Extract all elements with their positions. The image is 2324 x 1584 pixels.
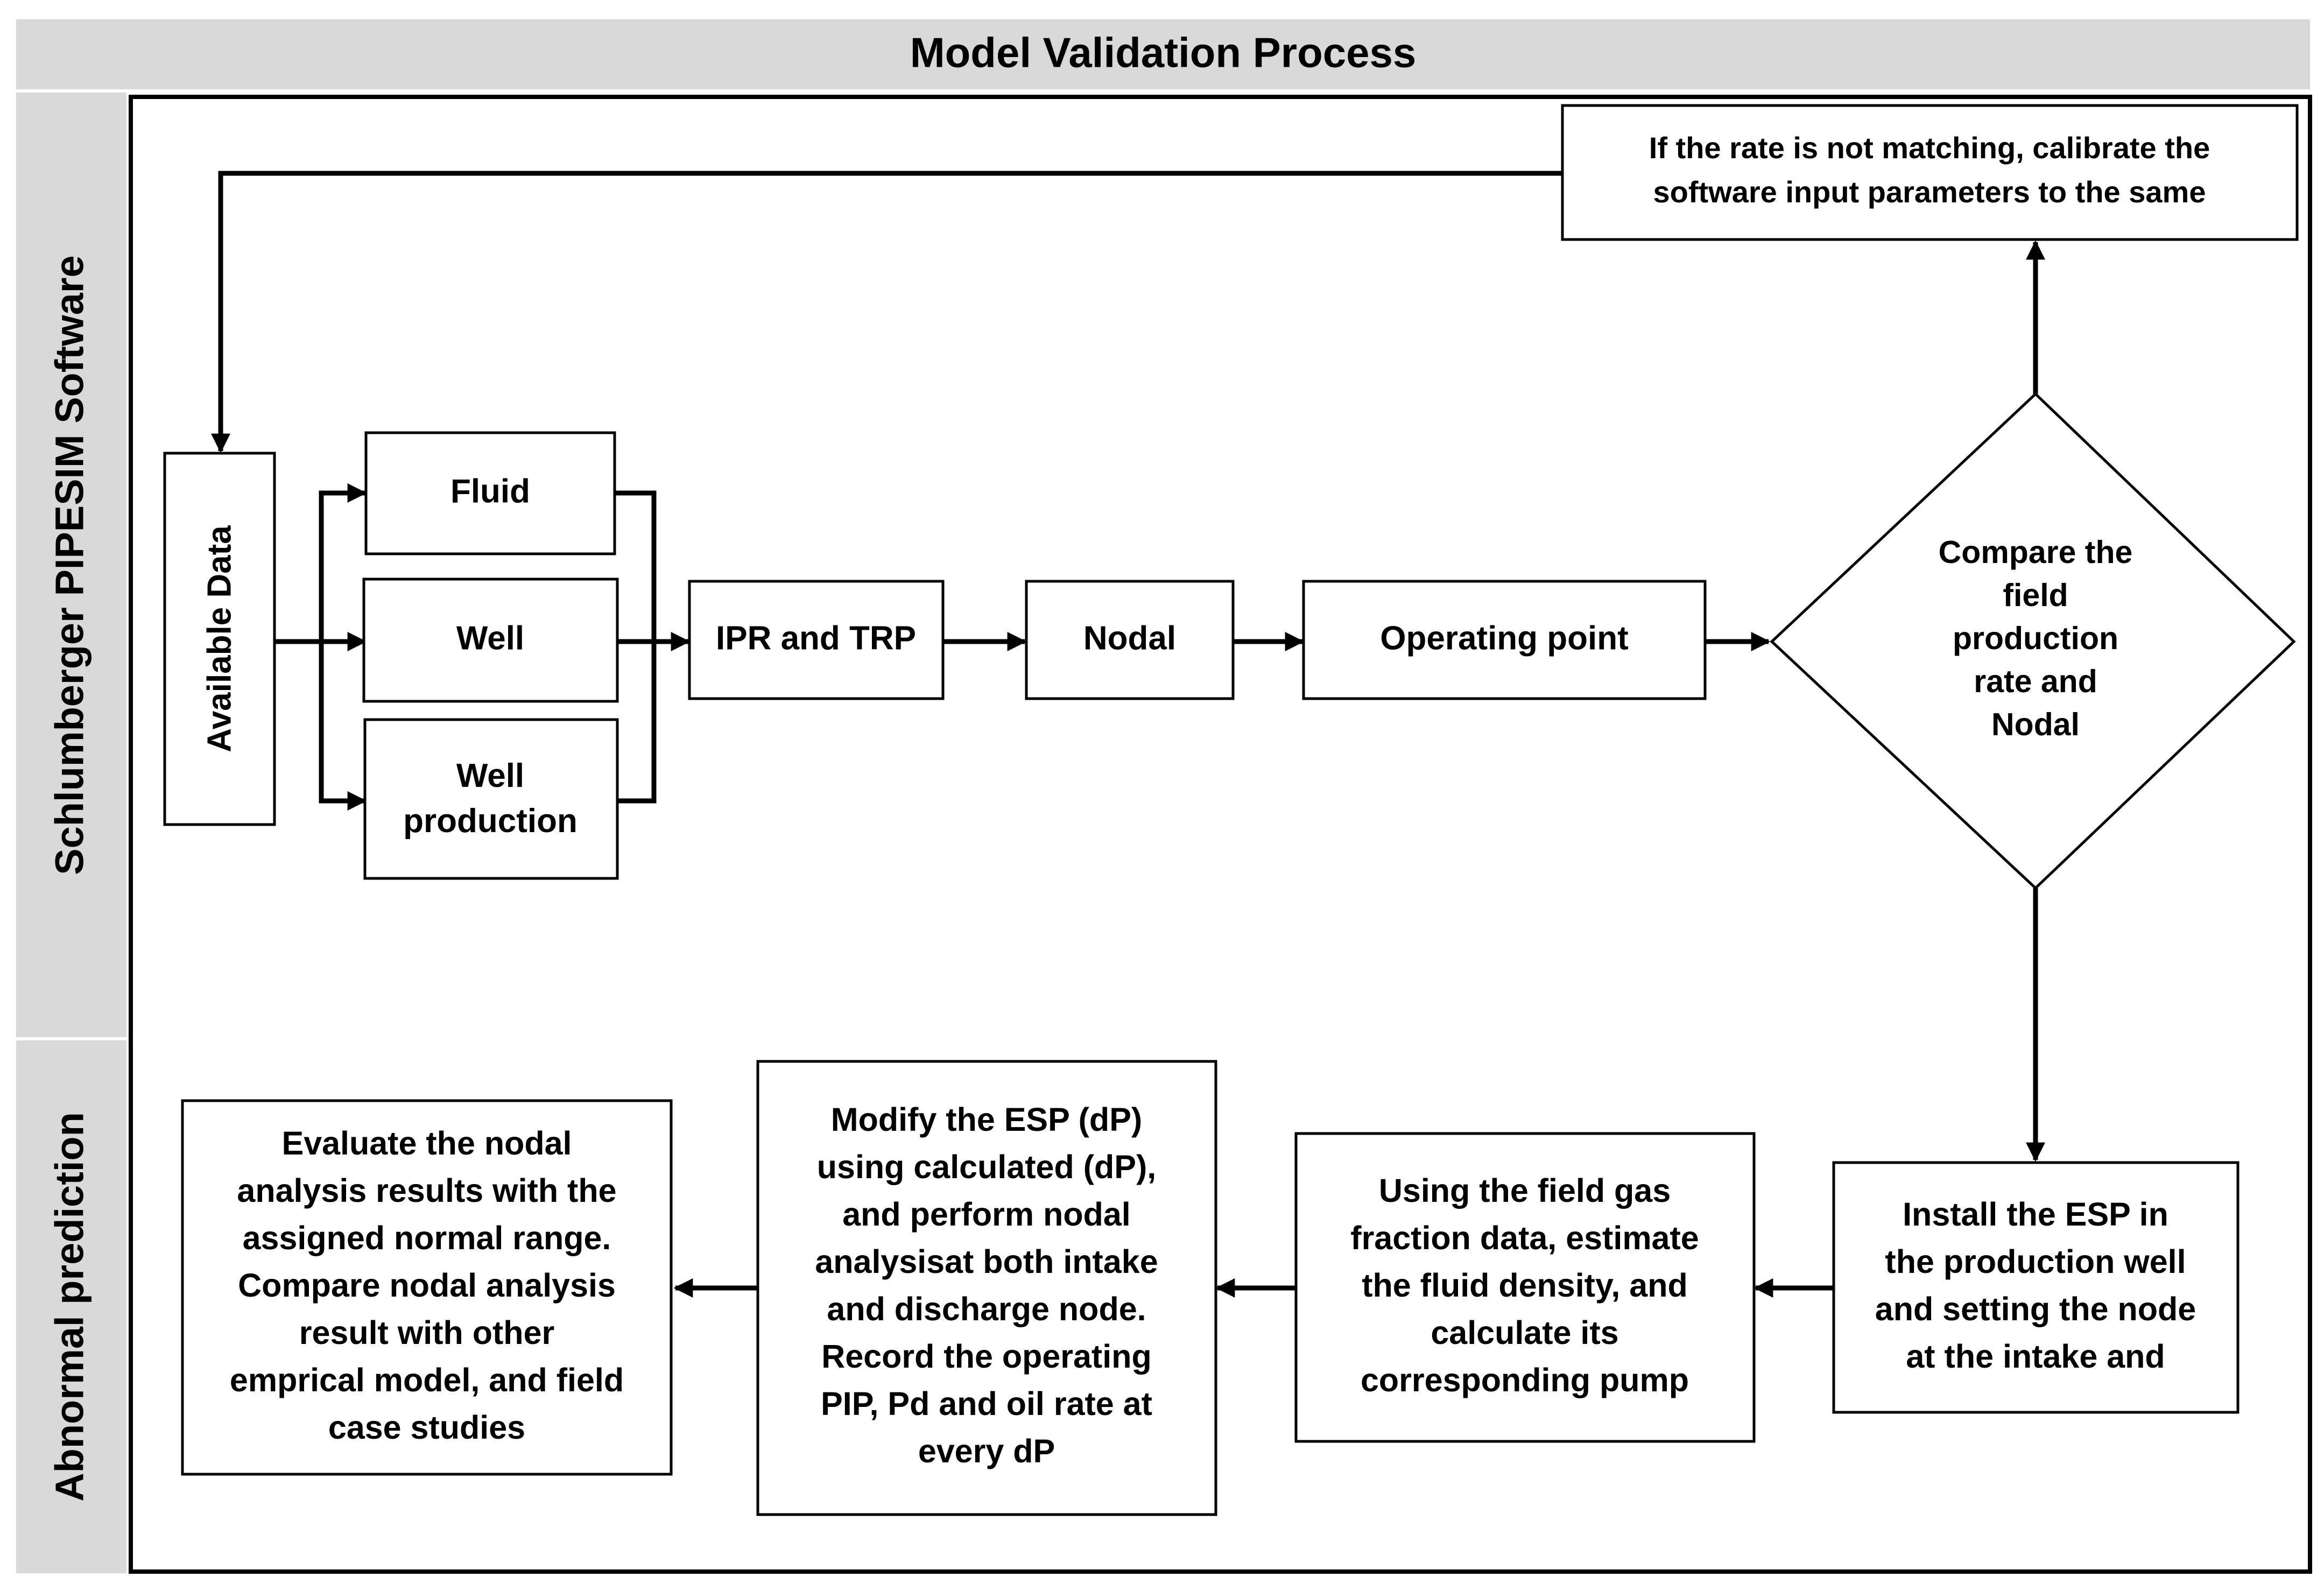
operating-point-label: Operating point xyxy=(1380,619,1629,657)
title-bar xyxy=(16,19,2310,89)
install-esp-box xyxy=(1832,1161,2240,1414)
evaluate-label-line: case studies xyxy=(328,1409,525,1446)
field-gas-label-line: Using the field gas xyxy=(1379,1172,1671,1209)
evaluate-label-line: Compare nodal analysis xyxy=(238,1267,616,1304)
well-production-label-line: production xyxy=(403,802,578,840)
compare-label-line: production xyxy=(1953,621,2118,656)
well-production-box xyxy=(363,718,619,880)
modify-esp-label-line: Modify the ESP (dP) xyxy=(831,1101,1142,1138)
evaluate-box xyxy=(181,1099,673,1476)
compare-label-line: Compare the xyxy=(1939,534,2133,570)
edge-well-production-to-ipr xyxy=(617,642,657,804)
compare-decision-diamond xyxy=(1770,392,2296,890)
fluid-label: Fluid xyxy=(450,473,530,510)
modify-esp-box xyxy=(756,1060,1217,1516)
well-box xyxy=(362,578,619,703)
edge-available-to-well-production xyxy=(319,642,367,811)
field-gas-label-line: calculate its xyxy=(1431,1314,1618,1351)
modify-esp-label-line: PIP, Pd and oil rate at xyxy=(821,1385,1152,1422)
evaluate-label-line: emprical model, and field xyxy=(230,1362,624,1398)
calibrate-label-line: If the rate is not matching, calibrate t… xyxy=(1649,131,2210,165)
modify-esp-label-line: and discharge node. xyxy=(827,1291,1146,1327)
well-production-label: Well production xyxy=(403,757,578,840)
modify-esp-label-line: using calculated (dP), xyxy=(817,1149,1156,1185)
calibrate-label-line: software input parameters to the same xyxy=(1653,175,2206,209)
available-data-box xyxy=(163,452,276,826)
connectors xyxy=(211,171,2045,1298)
edge-fluid-to-ipr xyxy=(615,490,657,642)
operating-point-box xyxy=(1302,580,1707,700)
well-label: Well xyxy=(456,619,524,657)
install-esp-label-line: Install the ESP in xyxy=(1903,1196,2168,1233)
field-gas-label-line: the fluid density, and xyxy=(1362,1267,1688,1304)
field-gas-label: Using the field gas fraction data, estima… xyxy=(1350,1172,1699,1398)
modify-esp-label-line: and perform nodal xyxy=(842,1196,1130,1233)
ipr-trp-box xyxy=(688,580,945,700)
ipr-trp-label: IPR and TRP xyxy=(716,619,916,657)
evaluate-label-line: result with other xyxy=(299,1314,554,1351)
calibrate-label: If the rate is not matching, calibrate t… xyxy=(1649,131,2210,209)
lane-label-bottom: Abnormal prediction xyxy=(47,1112,92,1502)
install-esp-label-line: at the intake and xyxy=(1906,1338,2165,1375)
nodal-label: Nodal xyxy=(1083,619,1176,657)
diagram-title: Model Validation Process xyxy=(910,29,1417,76)
compare-label-line: Nodal xyxy=(1991,707,2080,742)
modify-esp-label-line: every dP xyxy=(918,1433,1055,1469)
nodal-box xyxy=(1025,580,1235,700)
lane-label-bottom-bg xyxy=(16,1040,126,1573)
edge-calibrate-to-available xyxy=(211,171,1562,453)
compare-label-line: field xyxy=(2003,578,2068,613)
field-gas-label-line: corresponding pump xyxy=(1361,1362,1689,1398)
lane-label-top-bg xyxy=(16,93,126,1037)
field-gas-label-line: fraction data, estimate xyxy=(1350,1220,1699,1256)
lane-label-top: Schlumberger PIPESIM Software xyxy=(47,255,92,875)
available-data-label: Available Data xyxy=(201,525,238,752)
field-gas-box xyxy=(1294,1132,1756,1443)
compare-label-line: rate and xyxy=(1974,664,2097,699)
modify-esp-label: Modify the ESP (dP) using calculated (dP)… xyxy=(815,1101,1158,1469)
well-production-label-line: Well xyxy=(456,757,524,794)
evaluate-label-line: Evaluate the nodal xyxy=(282,1125,572,1161)
evaluate-label-line: analysis results with the xyxy=(237,1172,616,1209)
calibrate-box xyxy=(1561,104,2299,241)
evaluate-label-line: assigned normal range. xyxy=(243,1220,611,1256)
modify-esp-label-line: Record the operating xyxy=(821,1338,1151,1375)
modify-esp-label-line: analysisat both intake xyxy=(815,1243,1158,1280)
install-esp-label-line: and setting the node xyxy=(1875,1291,2196,1327)
fluid-box xyxy=(364,431,616,555)
install-esp-label-line: the production well xyxy=(1885,1243,2186,1280)
install-esp-label: Install the ESP in the production well and… xyxy=(1875,1196,2196,1375)
evaluate-label: Evaluate the nodal analysis results with … xyxy=(230,1125,624,1446)
